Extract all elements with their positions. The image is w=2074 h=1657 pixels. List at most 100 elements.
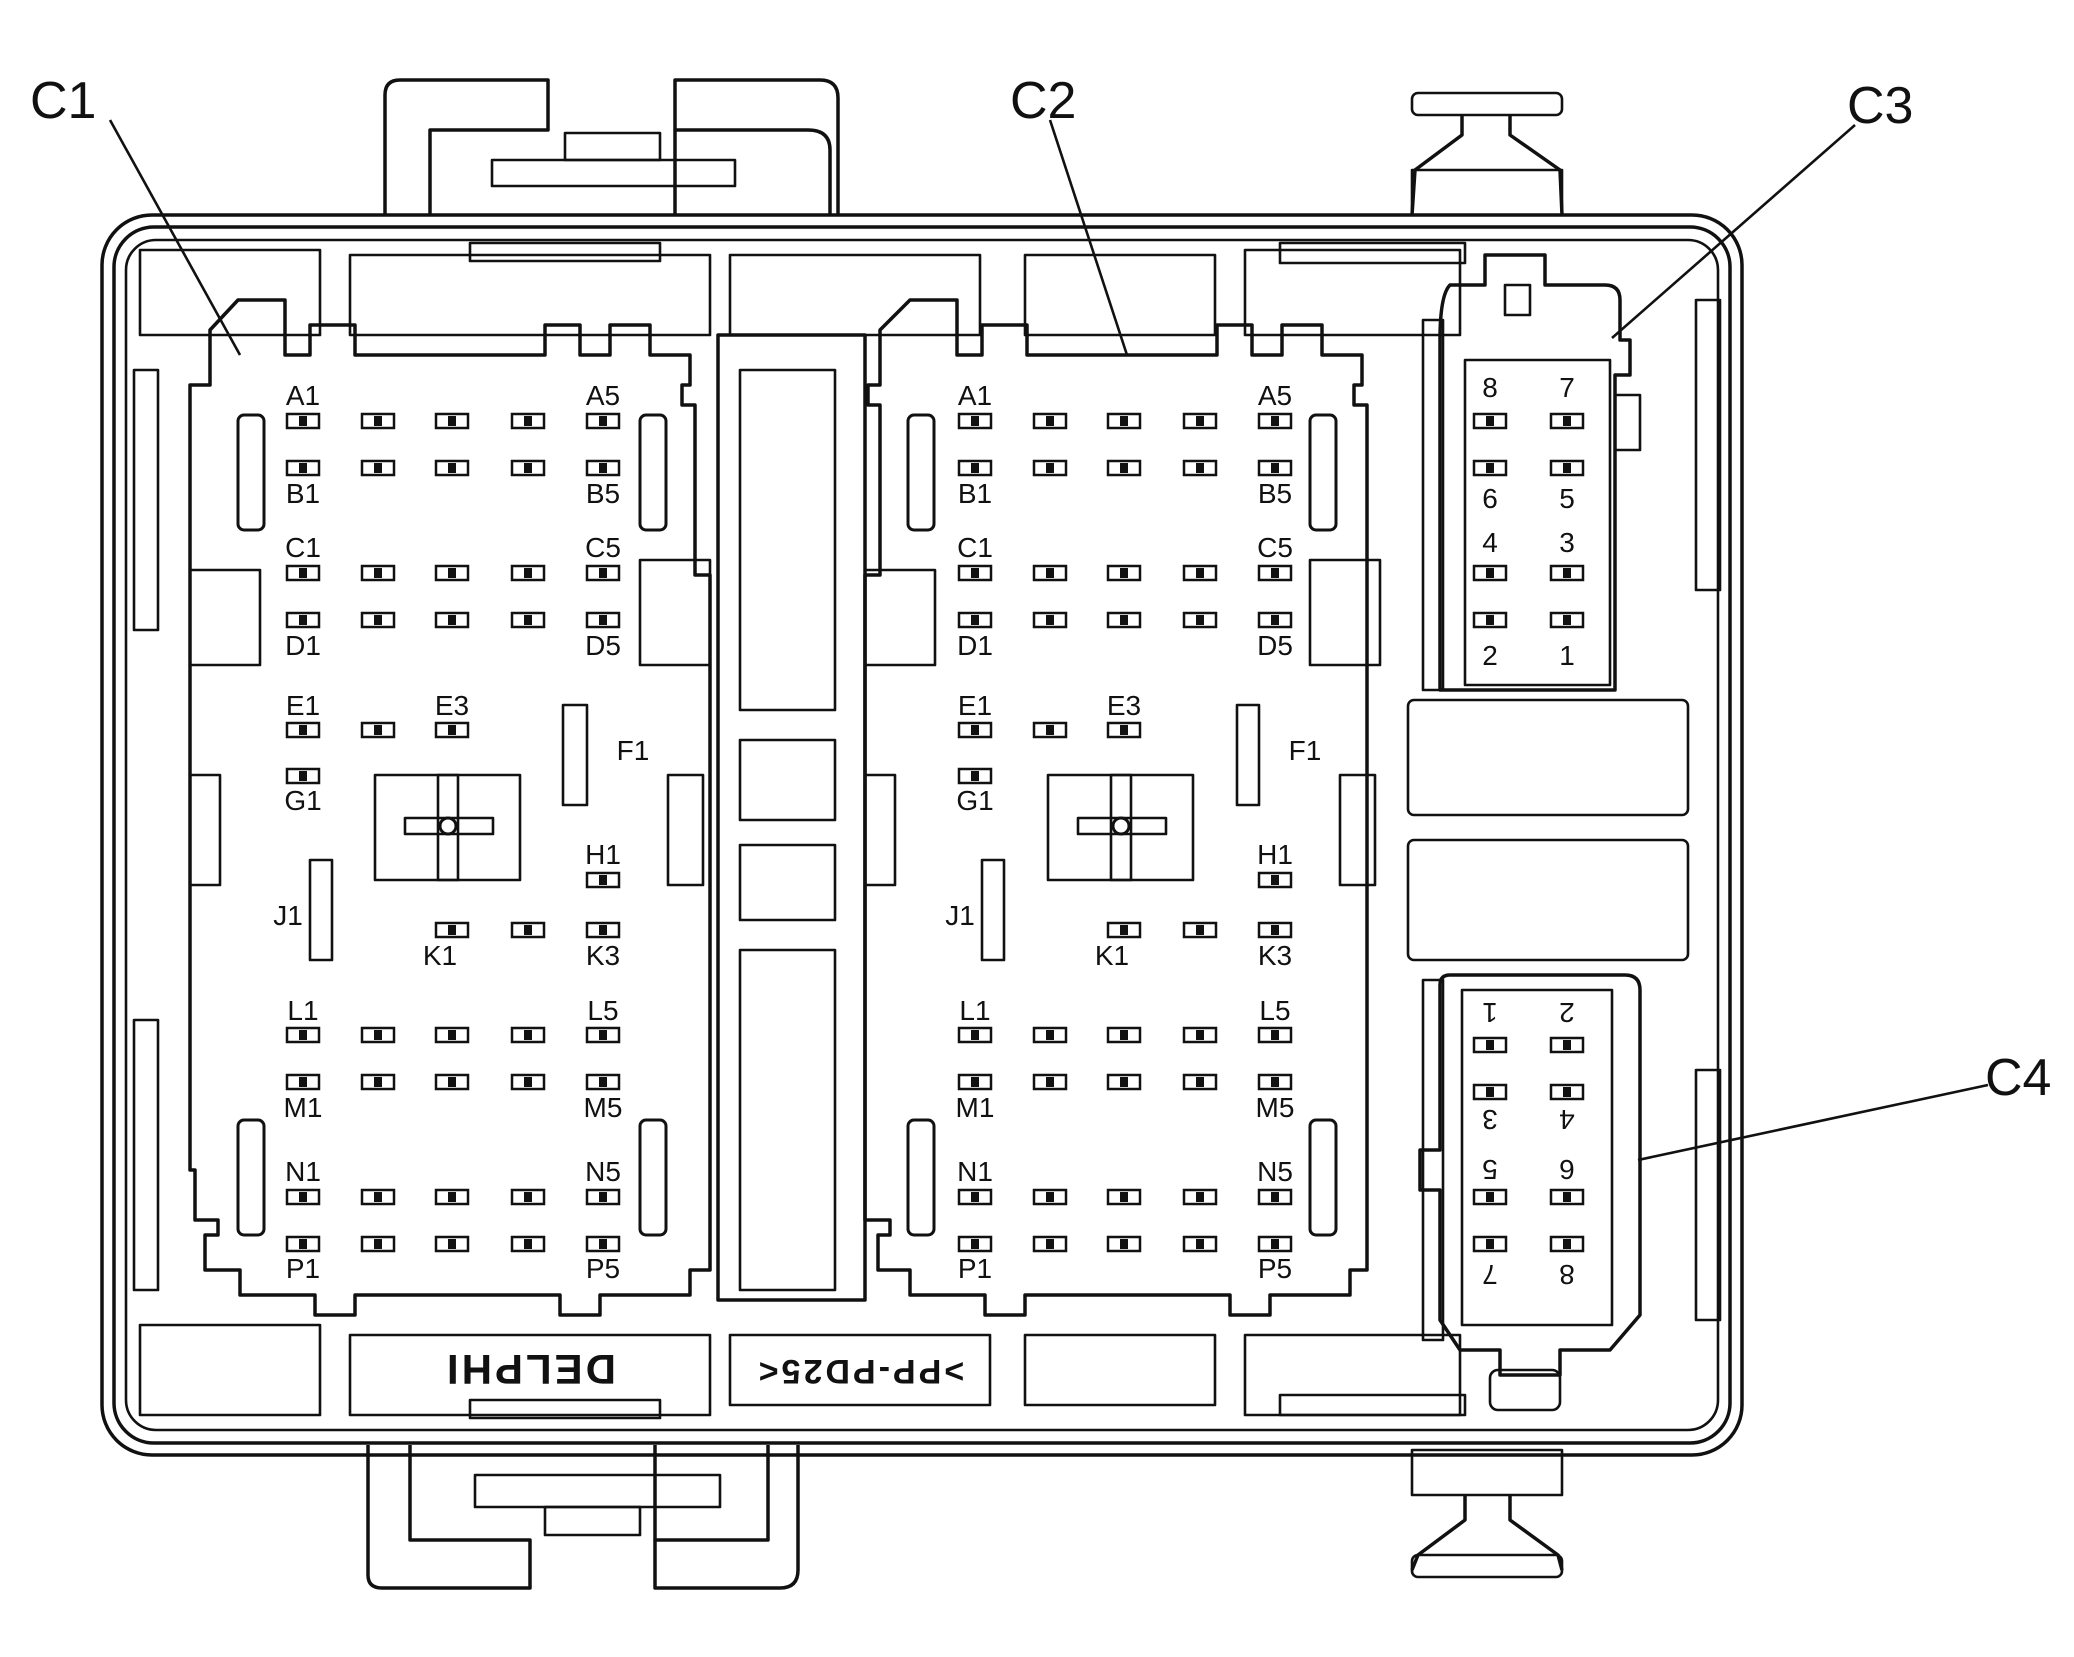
- terminal-pin-contact: [1271, 875, 1279, 885]
- terminal-pin-contact: [1271, 416, 1279, 426]
- terminal-pin-contact: [374, 568, 382, 578]
- connector-c1-label-j1: J1: [273, 900, 303, 931]
- terminal-pin-contact: [299, 725, 307, 735]
- callout-c3: C3: [1847, 77, 1913, 135]
- terminal-pin-contact: [1196, 1239, 1204, 1249]
- callout-c1: C1: [30, 72, 96, 130]
- terminal-pin-contact: [299, 568, 307, 578]
- terminal-pin-contact: [1486, 615, 1494, 625]
- terminal-pin-contact: [1120, 1077, 1128, 1087]
- connector-c2-label-b5: B5: [1258, 478, 1292, 509]
- connector-c3: [1421, 253, 1642, 692]
- terminal-pin-contact: [1563, 1192, 1571, 1202]
- terminal-pin-contact: [1046, 416, 1054, 426]
- terminal-pin-contact: [374, 463, 382, 473]
- connector-c2-label-e1: E1: [958, 690, 992, 721]
- connector-c1-label-n1: N1: [285, 1156, 321, 1187]
- connector-c4-label-7: 7: [1482, 1259, 1498, 1290]
- leader-lines: [108, 119, 1989, 1162]
- terminal-pin-contact: [1563, 416, 1571, 426]
- connector-c1-label-k3: K3: [586, 940, 620, 971]
- terminal-pin-contact: [374, 725, 382, 735]
- connector-c1-label-c1: C1: [285, 532, 321, 563]
- callout-c2: C2: [1010, 72, 1076, 130]
- connector-c2-label-d5: D5: [1257, 630, 1293, 661]
- connector-c2-label-b1: B1: [958, 478, 992, 509]
- terminal-pin-contact: [1120, 463, 1128, 473]
- connector-c1-label-l5: L5: [587, 995, 618, 1026]
- terminal-pin-contact: [1120, 1030, 1128, 1040]
- terminal-pin-contact: [1196, 615, 1204, 625]
- terminal-pin-contact: [1486, 1040, 1494, 1050]
- terminal-pin-contact: [524, 463, 532, 473]
- terminal-pin-contact: [599, 416, 607, 426]
- terminal-pin-contact: [1046, 615, 1054, 625]
- connector-c2-label-j1: J1: [945, 900, 975, 931]
- terminal-pin-contact: [524, 1192, 532, 1202]
- connector-c2-label-m5: M5: [1256, 1092, 1295, 1123]
- terminal-pin-contact: [1196, 1192, 1204, 1202]
- connector-c2: [863, 298, 1382, 1317]
- terminal-pin-contact: [1271, 463, 1279, 473]
- terminal-pin-contact: [448, 925, 456, 935]
- terminal-pin-contact: [599, 1077, 607, 1087]
- connector-c2-label-n5: N5: [1257, 1156, 1293, 1187]
- connector-c4-label-3: 3: [1482, 1104, 1498, 1135]
- connector-c1-label-p1: P1: [286, 1253, 320, 1284]
- terminal-pin-contact: [1196, 568, 1204, 578]
- connector-c2-label-k1: K1: [1095, 940, 1129, 971]
- connector-c3-label-3: 3: [1559, 527, 1575, 558]
- terminal-pin-contact: [374, 615, 382, 625]
- terminal-pin-contact: [971, 463, 979, 473]
- terminal-pin-contact: [971, 615, 979, 625]
- connector-c4-label-8: 8: [1559, 1259, 1575, 1290]
- connector-c4-label-1: 1: [1482, 997, 1498, 1028]
- terminal-pin-contact: [448, 463, 456, 473]
- connector-c2-label-p1: P1: [958, 1253, 992, 1284]
- terminal-pin-contact: [1563, 463, 1571, 473]
- terminal-pin-contact: [1563, 1040, 1571, 1050]
- terminal-pin-contact: [599, 463, 607, 473]
- terminal-pin-contact: [1271, 1030, 1279, 1040]
- connector-c1-label-e3: E3: [435, 690, 469, 721]
- connector-c1-label-d1: D1: [285, 630, 321, 661]
- terminal-pin-contact: [1196, 463, 1204, 473]
- terminal-pin-contact: [524, 568, 532, 578]
- terminal-pin-contact: [299, 1192, 307, 1202]
- terminal-pin-contact: [299, 1077, 307, 1087]
- terminal-pin-contact: [1271, 568, 1279, 578]
- connector-c4-label-2: 2: [1559, 997, 1575, 1028]
- part-code-marking: >PP-PD25<: [756, 1352, 964, 1390]
- connector-c1-label-g1: G1: [284, 785, 321, 816]
- terminal-pin-contact: [299, 771, 307, 781]
- terminal-pin-contact: [448, 1192, 456, 1202]
- terminal-pin-contact: [524, 925, 532, 935]
- terminal-pin-contact: [448, 1239, 456, 1249]
- callout-c4: C4: [1985, 1049, 2051, 1107]
- connector-c2-label-f1: F1: [1289, 735, 1322, 766]
- connector-c2-label-c1: C1: [957, 532, 993, 563]
- connector-c4: [1418, 973, 1642, 1412]
- connector-c2-label-c5: C5: [1257, 532, 1293, 563]
- terminal-pin-contact: [1486, 463, 1494, 473]
- terminal-pin-contact: [524, 416, 532, 426]
- terminal-pin-contact: [971, 771, 979, 781]
- terminal-pin-contact: [1120, 568, 1128, 578]
- terminal-pin-contact: [299, 615, 307, 625]
- terminal-pin-contact: [1046, 1030, 1054, 1040]
- terminal-pin-contact: [524, 1239, 532, 1249]
- connector-c2-label-g1: G1: [956, 785, 993, 816]
- terminal-pin-contact: [971, 1030, 979, 1040]
- connector-c2-label-l1: L1: [959, 995, 990, 1026]
- terminal-pin-contact: [1046, 568, 1054, 578]
- connector-c2-label-h1: H1: [1257, 839, 1293, 870]
- connector-c1-label-k1: K1: [423, 940, 457, 971]
- terminal-pin-contact: [1120, 416, 1128, 426]
- terminal-pin-contact: [1046, 725, 1054, 735]
- terminal-pin-contact: [448, 1077, 456, 1087]
- terminal-pin-contact: [299, 416, 307, 426]
- connector-c3-label-5: 5: [1559, 483, 1575, 514]
- terminal-pin-contact: [1196, 416, 1204, 426]
- terminal-pin-contact: [1271, 1077, 1279, 1087]
- connector-c1-label-a1: A1: [286, 380, 320, 411]
